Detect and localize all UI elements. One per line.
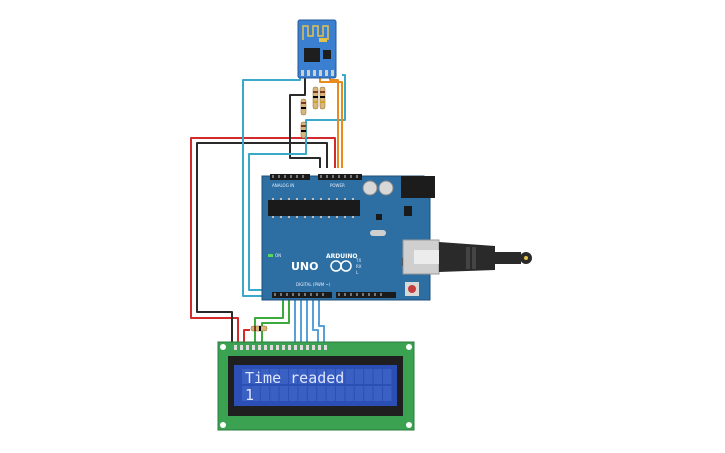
wire-red-lcd[interactable] [243, 329, 250, 346]
wire-blue-d8[interactable] [318, 295, 325, 346]
capacitor [378, 180, 394, 196]
lcd-char-cell [251, 386, 260, 401]
arduino-brand-label: ARDUINO [326, 253, 357, 260]
wire-cyan-tx[interactable] [248, 74, 346, 291]
lcd-char-cell [336, 386, 345, 401]
lcd-char-cell [242, 369, 251, 384]
lcd-pin-header [234, 345, 327, 350]
analog-header-label: ANALOG IN [272, 183, 294, 188]
lcd-16x2-module[interactable]: Time readed 1 [217, 341, 415, 431]
crystal [370, 230, 386, 236]
lcd-char-cell [317, 369, 326, 384]
esp8266-wifi-module[interactable] [297, 19, 337, 79]
lcd-char-cell [373, 386, 382, 401]
lcd-char-cell [307, 369, 317, 384]
atmega-chip [268, 200, 360, 216]
wire-black-wifi-gnd[interactable] [289, 75, 321, 168]
l-label: L [356, 270, 359, 275]
lcd-char-cell [326, 386, 335, 401]
resistor[interactable] [312, 86, 319, 110]
digital-header-high [336, 292, 396, 298]
capacitor [362, 180, 378, 196]
lcd-char-cell [251, 369, 260, 384]
lcd-char-cell [336, 369, 345, 384]
arduino-uno-board[interactable]: ANALOG IN POWER ON UNO ARDUINO TX RX L [261, 174, 435, 301]
wire-black-gnd[interactable] [196, 142, 328, 346]
wire-blue-d7[interactable] [312, 295, 319, 346]
resistor[interactable] [319, 86, 326, 110]
uno-label: UNO [291, 260, 319, 273]
lcd-char-cell [298, 386, 307, 401]
power-jack[interactable] [401, 176, 435, 198]
resistor[interactable] [300, 121, 307, 139]
wire-green-1[interactable] [254, 295, 284, 346]
digital-header-low [272, 292, 332, 298]
power-header-label: POWER [330, 183, 345, 188]
wire-green-2[interactable] [261, 295, 290, 346]
usb-cable[interactable] [402, 239, 532, 275]
resistor-group-wifi [300, 86, 326, 139]
lcd-char-cell [345, 369, 354, 384]
lcd-char-cell [354, 386, 364, 401]
resistor[interactable] [300, 98, 307, 116]
lcd-char-cell [326, 369, 335, 384]
lcd-char-grid [242, 369, 392, 401]
lcd-char-cell [317, 386, 326, 401]
lcd-char-cell [383, 369, 392, 384]
lcd-char-cell [260, 369, 270, 384]
tx-label: TX [355, 258, 361, 263]
lcd-char-cell [260, 386, 270, 401]
lcd-line-1: Time readed [245, 369, 344, 387]
lcd-char-cell [270, 369, 279, 384]
wire-red-5v[interactable] [190, 137, 336, 346]
lcd-char-cell [354, 369, 364, 384]
resistor[interactable] [250, 325, 268, 332]
antenna-trace-icon [302, 25, 329, 40]
lcd-char-cell [364, 386, 373, 401]
lcd-char-cell [279, 369, 288, 384]
lcd-char-cell [289, 369, 298, 384]
lcd-char-cell [242, 386, 251, 401]
lcd-char-cell [364, 369, 373, 384]
lcd-char-cell [298, 369, 307, 384]
lcd-char-cell [373, 369, 382, 384]
rx-label: RX [356, 264, 362, 269]
lcd-char-cell [279, 386, 288, 401]
lcd-char-cell [345, 386, 354, 401]
lcd-char-cell [383, 386, 392, 401]
lcd-char-cell [289, 386, 298, 401]
digital-header-label: DIGITAL (PWM ~) [296, 282, 331, 287]
lcd-line-2: 1 [245, 386, 254, 404]
lcd-char-cell [307, 386, 317, 401]
arduino-logo-icon [330, 260, 352, 272]
on-label: ON [275, 253, 281, 258]
lcd-char-cell [270, 386, 279, 401]
on-led [268, 254, 273, 257]
